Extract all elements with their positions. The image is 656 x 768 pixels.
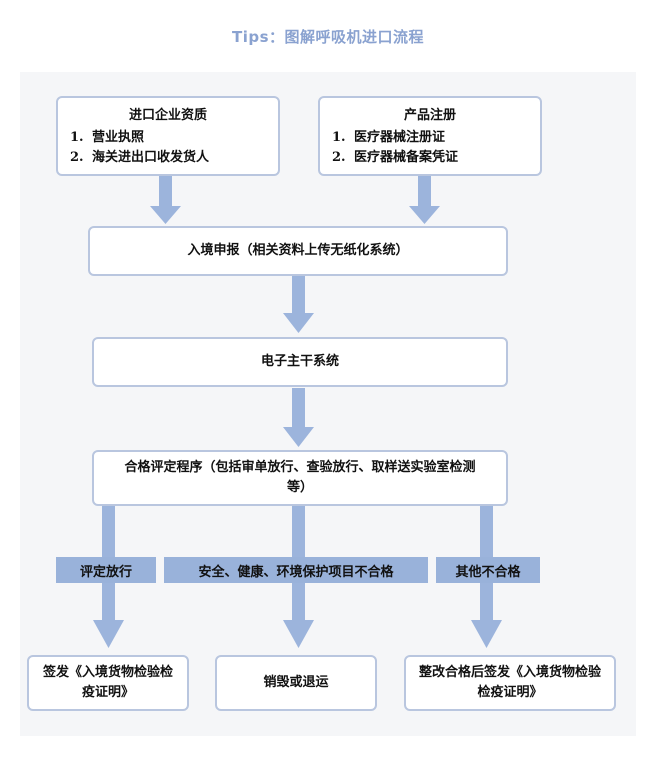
destroy-return-box: 销毁或退运 xyxy=(215,655,377,711)
list-item: 2.海关进出口收发货人 xyxy=(70,150,210,165)
electronic-system-box: 电子主干系统 xyxy=(92,337,508,387)
arrow-declare-to-esystem xyxy=(283,276,314,333)
rectify-certify-box: 整改合格后签发《入境货物检验检疫证明》 xyxy=(404,655,616,711)
entry-declaration-box: 入境申报（相关资料上传无纸化系统） xyxy=(88,226,508,276)
list-item: 1.医疗器械注册证 xyxy=(332,130,446,145)
product-box-title: 产品注册 xyxy=(403,108,456,123)
other-nonconform-label: 其他不合格 xyxy=(436,557,540,583)
arrow-enterprise-to-declare xyxy=(150,176,181,224)
conformity-assessment-box: 合格评定程序（包括审单放行、查验放行、取样送实验室检测等） xyxy=(92,450,508,506)
page-title: Tips：图解呼吸机进口流程 xyxy=(231,28,425,46)
arrow-product-to-declare xyxy=(409,176,440,224)
certify-box: 签发《入境货物检验检疫证明》 xyxy=(27,655,189,711)
enterprise-qualification-box: 进口企业资质 1.营业执照 2.海关进出口收发货人 xyxy=(56,96,280,176)
list-item: 1.营业执照 xyxy=(70,130,145,145)
unsafe-label: 安全、健康、环境保护项目不合格 xyxy=(164,557,428,583)
enterprise-box-title: 进口企业资质 xyxy=(128,108,207,123)
arrow-esystem-to-assessment xyxy=(283,388,314,447)
product-registration-box: 产品注册 1.医疗器械注册证 2.医疗器械备案凭证 xyxy=(318,96,542,176)
flowchart-panel xyxy=(20,72,636,736)
list-item: 2.医疗器械备案凭证 xyxy=(332,150,459,165)
release-label: 评定放行 xyxy=(56,557,156,583)
